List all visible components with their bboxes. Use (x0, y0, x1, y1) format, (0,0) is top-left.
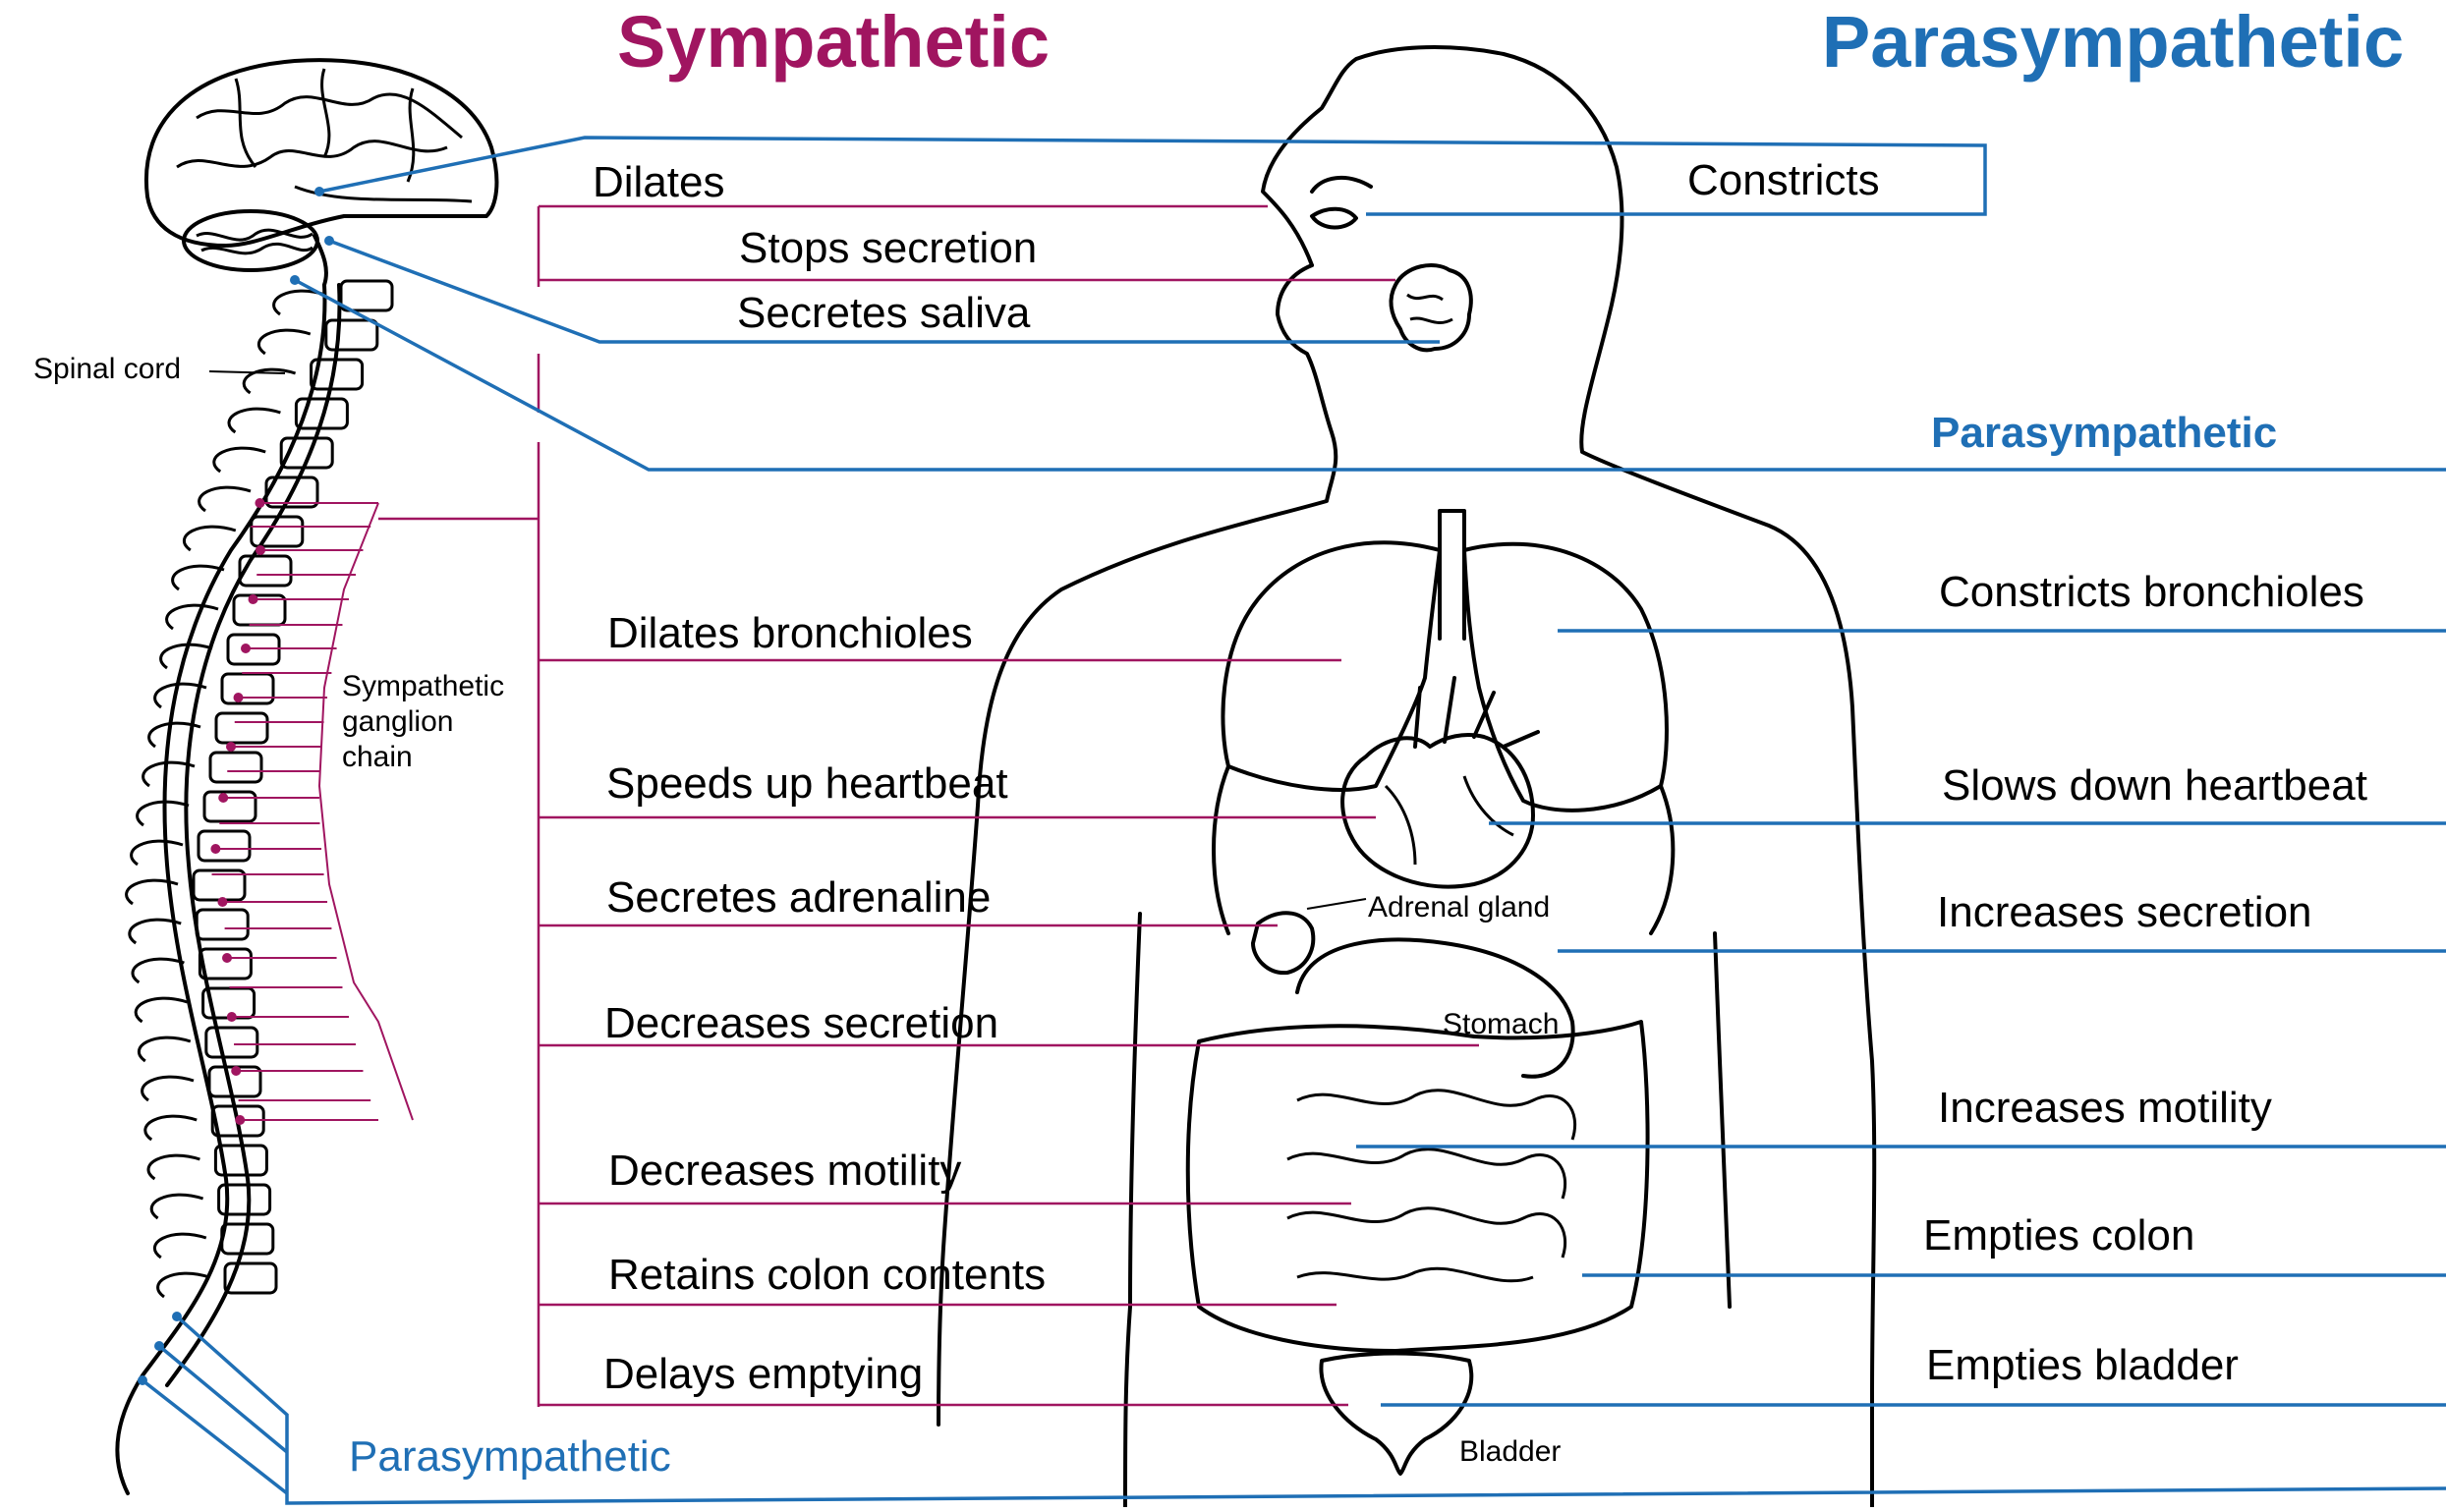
salivary-gland-illustration (1391, 265, 1470, 350)
para-node-sacral-2 (154, 1341, 164, 1351)
spinous-process (145, 1116, 197, 1140)
para-node-sacral-3 (138, 1375, 147, 1385)
ganglion-node (231, 1066, 241, 1076)
symp-effect-saliva: Secretes saliva (737, 289, 1031, 337)
brain-illustration (146, 60, 497, 285)
eye-illustration (1312, 178, 1371, 228)
spinous-process (151, 1195, 202, 1218)
ganglion-node (210, 844, 220, 854)
para-effect-eye: Constricts (1687, 156, 1880, 204)
para-node-vagus (290, 275, 300, 285)
vertebra (199, 831, 250, 861)
ganglion-node (222, 953, 232, 963)
symp-effect-adrenal: Secretes adrenaline (606, 873, 991, 922)
connector-lines (138, 138, 2446, 1503)
spinous-process (184, 527, 235, 550)
heart-illustration (1342, 678, 1538, 887)
spinous-process (154, 1234, 205, 1258)
spine-illustration (117, 281, 392, 1493)
para-node-brainstem (324, 236, 334, 246)
ganglion-chain-label-line3: chain (342, 741, 413, 773)
spinal-cord-pointer (209, 371, 285, 373)
sympathetic-heading: Sympathetic (617, 1, 1050, 83)
vertebra (216, 713, 267, 743)
trachea-illustration (1440, 511, 1464, 639)
ganglion-node (226, 742, 236, 752)
vertebra (341, 281, 392, 310)
ganglion-node (234, 693, 244, 702)
ganglion-node (241, 644, 251, 653)
ganglion-node (256, 545, 265, 555)
spinous-process (274, 291, 325, 314)
parasympathetic-mid-label: Parasympathetic (1931, 409, 2277, 457)
para-effect-bladder: Empties bladder (1926, 1341, 2239, 1389)
para-effect-lungs: Constricts bronchioles (1939, 568, 2364, 616)
ganglion-node (227, 1012, 237, 1022)
symp-effect-eye: Dilates (593, 158, 725, 206)
ganglion-chain-label-line2: ganglion (342, 705, 453, 738)
spinous-process (167, 605, 218, 629)
para-effect-heart: Slows down heartbeat (1942, 761, 2367, 810)
spinous-process (142, 1077, 194, 1100)
para-effect-stomach: Increases secretion (1937, 888, 2312, 936)
vertebra (197, 910, 248, 939)
parasympathetic-bottom-label: Parasympathetic (349, 1432, 671, 1481)
para-node-brain (314, 187, 324, 196)
symp-effect-stomach: Decreases secretion (604, 999, 998, 1047)
ganglion-chain-curve (319, 503, 413, 1120)
symp-effect-heart: Speeds up heartbeat (606, 759, 1008, 808)
bladder-illustration (1321, 1354, 1471, 1475)
spinous-process (199, 487, 251, 511)
spinous-process (136, 998, 187, 1022)
body-outline (939, 47, 1874, 1507)
intestines-illustration (1188, 1022, 1648, 1351)
ganglion-node (255, 498, 264, 508)
ganglion-chain-label-line1: Sympathetic (342, 670, 504, 702)
spinous-process (258, 330, 310, 354)
spinal-cord-label: Spinal cord (33, 353, 181, 385)
symp-effect-bladder: Delays emptying (603, 1350, 923, 1398)
symp-effect-saliva-stop: Stops secretion (739, 224, 1037, 272)
symp-effect-colon: Retains colon contents (608, 1251, 1046, 1299)
symp-effect-lungs: Dilates bronchioles (607, 609, 973, 657)
adrenal-pointer (1307, 899, 1366, 909)
vertebra (210, 753, 261, 782)
symp-effect-intestine: Decreases motility (608, 1147, 961, 1195)
spinous-process (133, 959, 184, 982)
ganglion-node (249, 594, 258, 604)
bladder-label: Bladder (1459, 1435, 1561, 1468)
spinous-process (139, 1037, 190, 1061)
ganglion-node (218, 793, 228, 803)
spinous-process (229, 409, 280, 432)
vertebra (206, 1028, 257, 1057)
stomach-label: Stomach (1443, 1008, 1559, 1040)
parasympathetic-heading: Parasympathetic (1822, 1, 2404, 83)
vertebra (204, 792, 256, 821)
para-effect-colon: Empties colon (1923, 1211, 2194, 1260)
ganglion-node (235, 1115, 245, 1125)
spinous-process (148, 1155, 199, 1179)
ganglion-node (217, 897, 227, 907)
spinous-process (214, 448, 265, 472)
para-effect-intestine: Increases motility (1938, 1084, 2272, 1132)
adrenal-gland-illustration (1253, 913, 1313, 973)
para-node-sacral-1 (172, 1312, 182, 1321)
vertebra (326, 320, 377, 350)
spinous-process (132, 841, 183, 865)
vertebra (222, 674, 273, 703)
vertebra (240, 556, 291, 586)
adrenal-gland-label: Adrenal gland (1368, 891, 1550, 924)
